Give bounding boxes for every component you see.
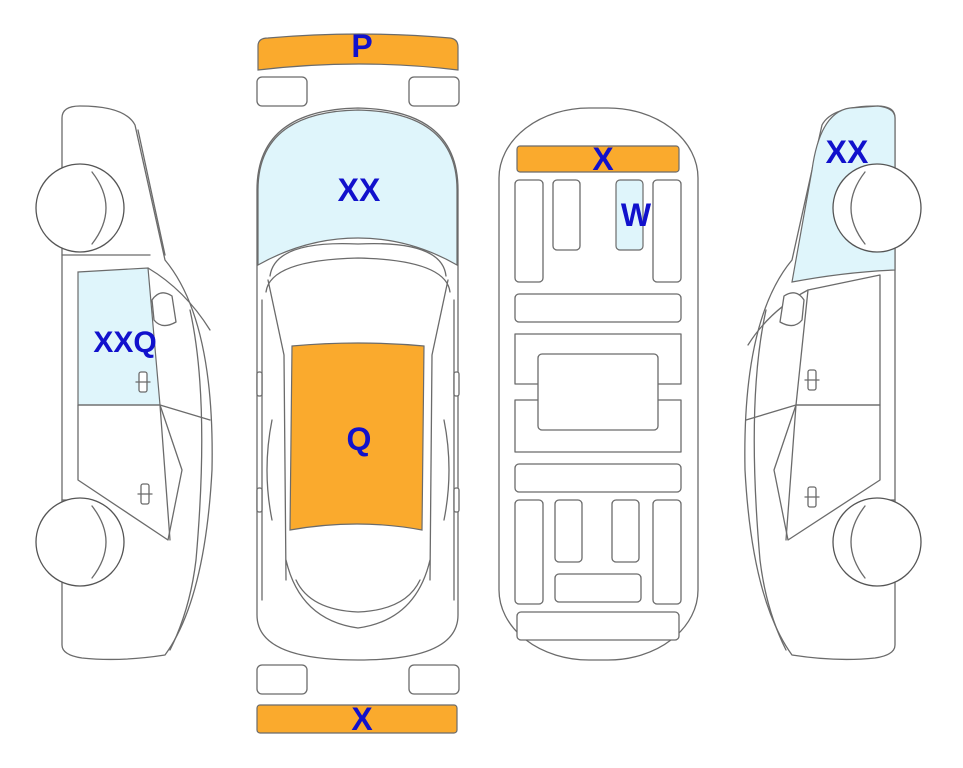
front-left-light[interactable] [256,76,308,107]
windshield-code: XX [338,172,381,208]
underbody-part-code: W [621,197,652,233]
underbody-front-code: X [592,141,614,177]
left-side-view [35,105,213,661]
right-side-view [744,105,922,661]
right-rear-wheel[interactable] [832,497,922,587]
front-bumper-code: P [351,28,372,64]
left-front-window-code: XXQ [93,326,156,359]
left-rear-wheel[interactable] [35,497,125,587]
right-front-wheel[interactable] [832,163,922,253]
rear-right-light[interactable] [408,664,460,695]
top-view [256,33,460,734]
roof-code: Q [347,421,372,457]
left-front-wheel[interactable] [35,163,125,253]
front-bumper-panel[interactable] [257,33,459,71]
rear-left-light[interactable] [256,664,308,695]
rear-bumper-panel[interactable] [256,704,458,734]
front-right-light[interactable] [408,76,460,107]
rear-bumper-code: X [351,701,373,737]
underbody-view [498,107,699,661]
underbody-part-panel[interactable] [615,179,644,251]
roof-panel[interactable] [289,342,425,531]
windshield-panel[interactable] [257,109,458,267]
underbody-front-panel[interactable] [516,145,680,173]
right-rear-window-code: XX [826,134,869,170]
